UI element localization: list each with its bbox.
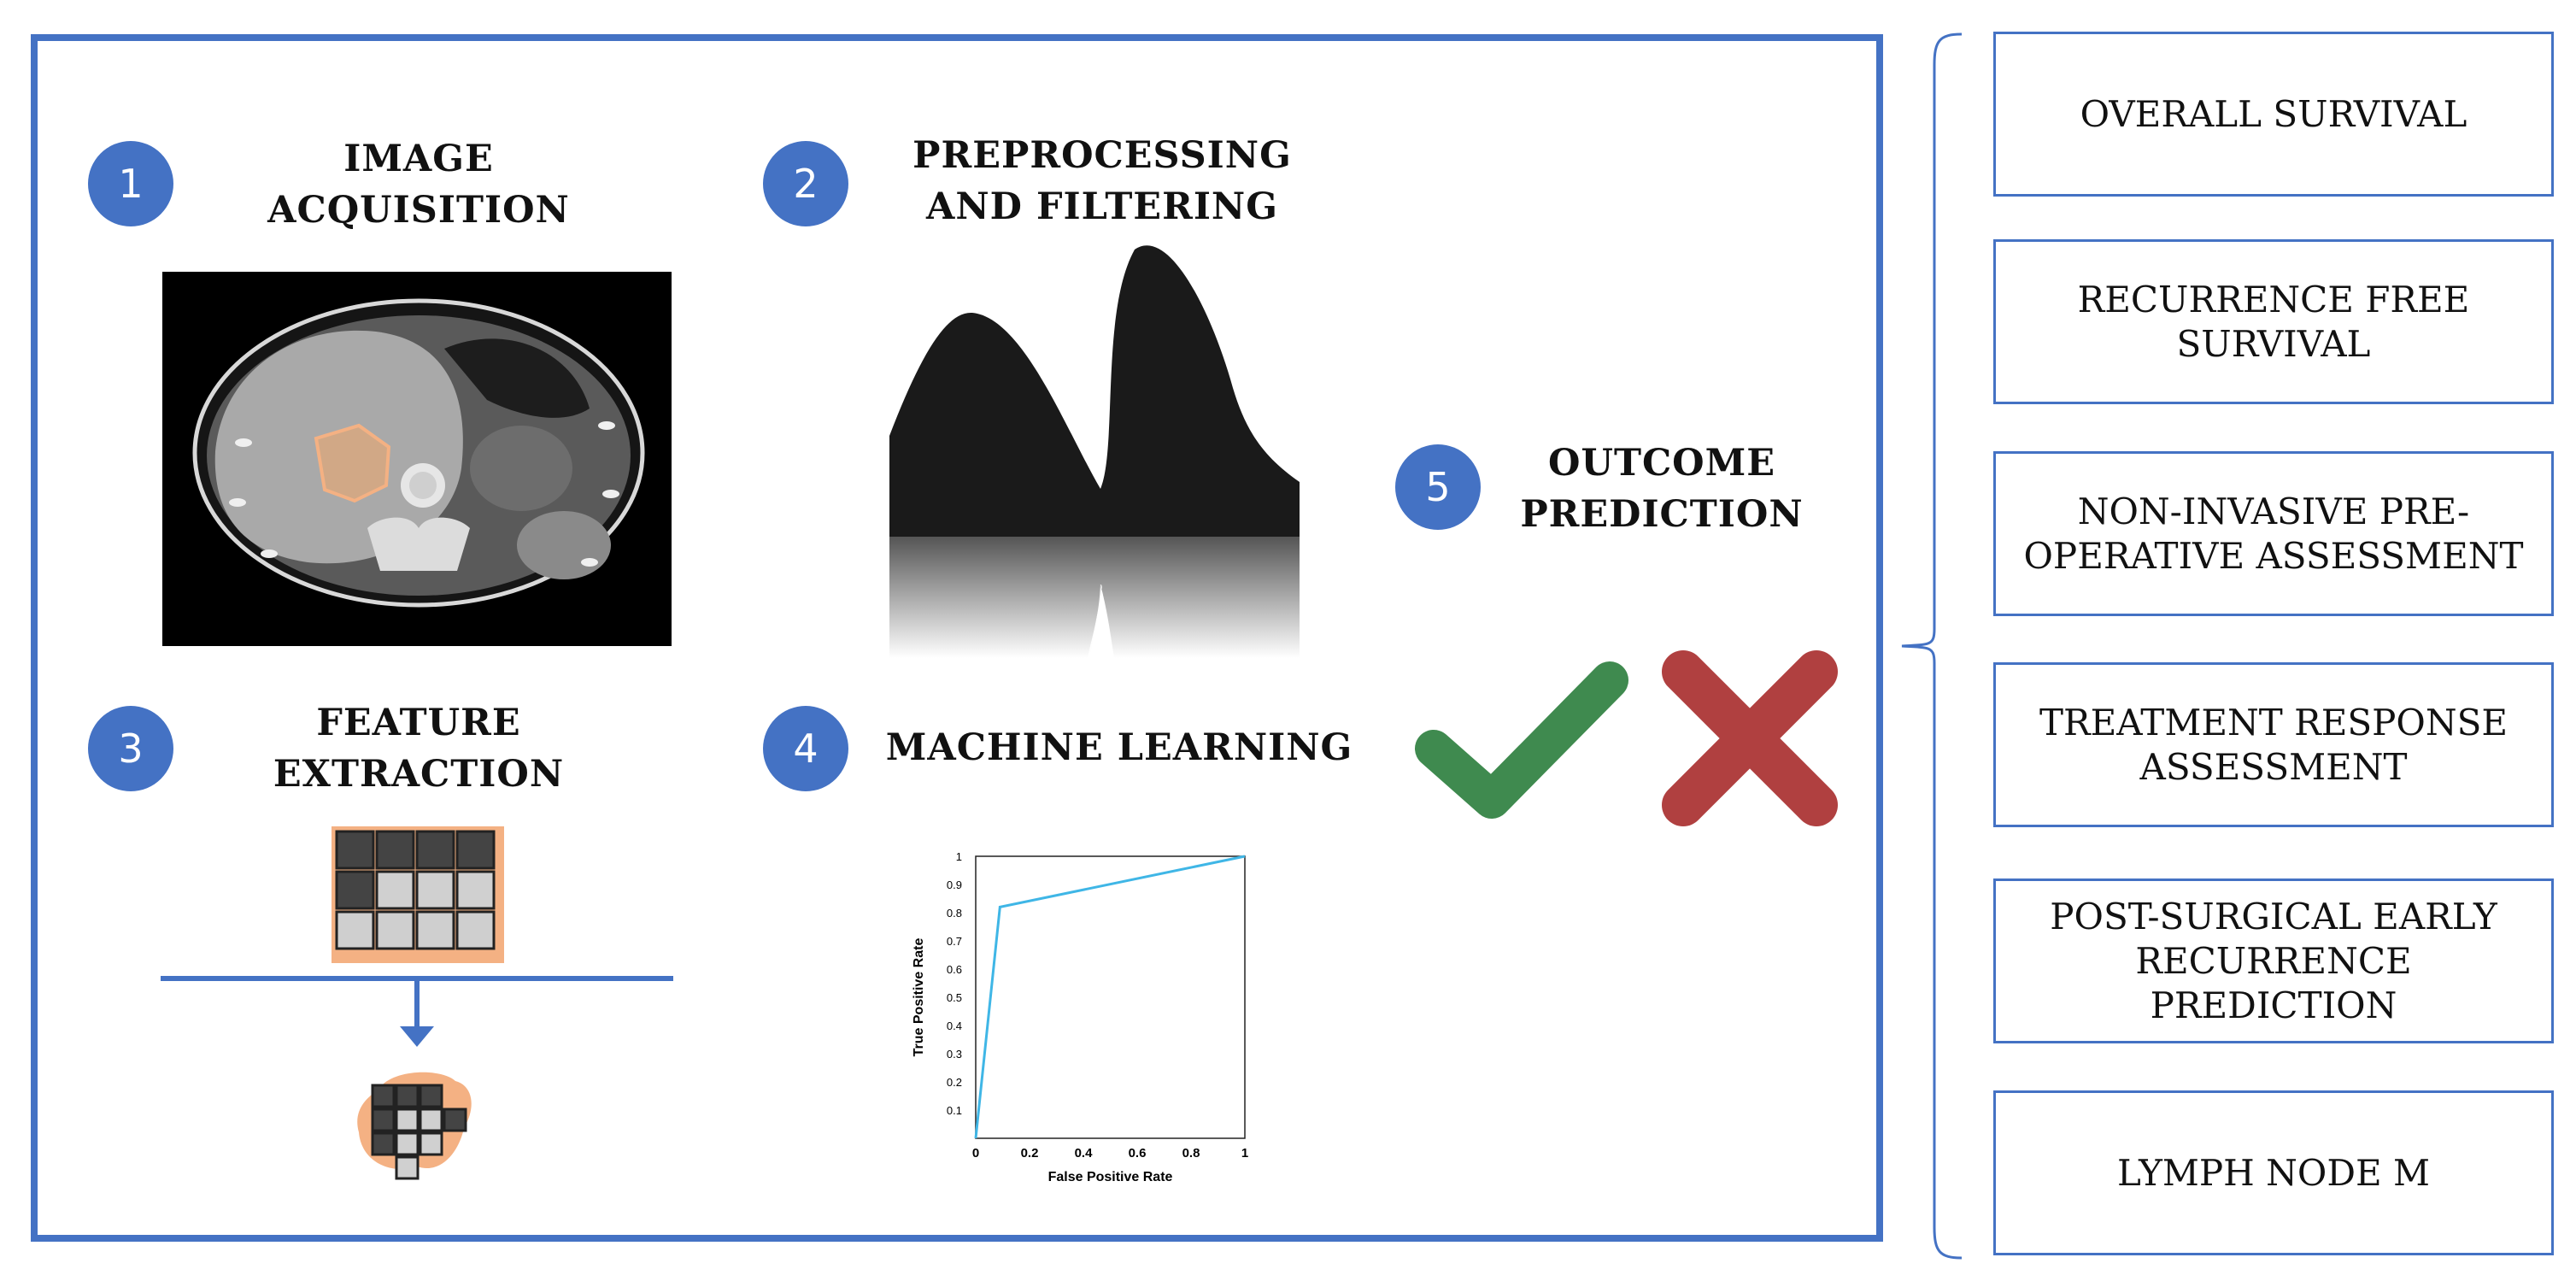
roc-y-tick: 0.6 (947, 963, 962, 976)
roi-feature-cell (371, 1084, 396, 1108)
roc-x-tick: 0 (972, 1146, 979, 1161)
feature-cell (455, 870, 496, 910)
roi-feature-cell (443, 1108, 467, 1132)
roc-plot-area (975, 855, 1246, 1139)
histogram-graphic (889, 245, 1300, 658)
step-2-title: PREPROCESSING AND FILTERING (912, 134, 1292, 228)
roc-y-tick: 0.7 (947, 935, 962, 948)
step-4-badge: 4 (763, 706, 848, 791)
step-3-title: FEATURE EXTRACTION (273, 702, 565, 796)
feature-cell (455, 830, 496, 870)
roc-chart: 0 0.2 0.4 0.6 0.8 1 0.1 0.2 0.3 0.4 0.5 0.6 0.7 0.8 0.… (912, 850, 1248, 1184)
roc-y-label: True Positive Rate (912, 938, 926, 1057)
roc-x-tick: 0.6 (1129, 1146, 1147, 1161)
roi-feature-cell (395, 1131, 420, 1156)
feature-cell (415, 870, 455, 910)
roi-feature-cell (419, 1131, 443, 1156)
roc-x-tick: 0.2 (1021, 1146, 1039, 1161)
roi-feature-cell (395, 1155, 420, 1180)
step-5-title: OUTCOME PREDICTION (1520, 442, 1804, 536)
feature-cell (335, 870, 375, 910)
feature-cell (455, 910, 496, 950)
roi-feature-cell (395, 1084, 420, 1108)
roc-y-tick: 0.3 (947, 1048, 962, 1061)
roc-curve (974, 855, 1246, 1139)
outcome-brace (1901, 32, 1963, 1260)
step-5-badge: 5 (1395, 444, 1481, 530)
feature-cell (375, 830, 415, 870)
cross-icon (1662, 650, 1838, 826)
roc-y-tick: 0.2 (947, 1076, 962, 1089)
feature-extraction-graphic (161, 826, 673, 1180)
roc-x-tick: 0.4 (1075, 1146, 1094, 1161)
feature-cell (415, 910, 455, 950)
step-1-badge: 1 (88, 141, 173, 226)
roi-feature-cell (371, 1108, 396, 1132)
feature-cell (375, 870, 415, 910)
roc-y-tick: 0.4 (947, 1020, 962, 1032)
check-icon (1415, 661, 1628, 819)
step-3-badge: 3 (88, 706, 173, 791)
outcome-preoperative-assessment: NON-INVASIVE PRE-OPERATIVE ASSESSMENT (1993, 451, 2554, 616)
roc-x-tick: 1 (1241, 1146, 1248, 1161)
roi-feature-cell (395, 1108, 420, 1132)
feature-cell (335, 910, 375, 950)
step-1-title: IMAGE ACQUISITION (267, 138, 570, 232)
ct-scan-image (162, 272, 672, 646)
roi-feature-cell (419, 1084, 443, 1108)
outcome-lymph-node: LYMPH NODE M (1993, 1090, 2554, 1255)
roi-feature-cell (419, 1108, 443, 1132)
roc-y-tick: 0.9 (947, 878, 962, 891)
feature-cell (375, 910, 415, 950)
roc-y-tick: 0.8 (947, 907, 962, 920)
roc-y-tick: 0.1 (947, 1104, 962, 1117)
roc-y-tick: 1 (956, 850, 962, 863)
roc-x-tick: 0.8 (1182, 1146, 1200, 1161)
outcome-overall-survival: OVERALL SURVIVAL (1993, 32, 2554, 197)
step-2-badge: 2 (763, 141, 848, 226)
feature-cell (415, 830, 455, 870)
roi-feature-cell (371, 1131, 396, 1156)
roc-x-label: False Positive Rate (1048, 1170, 1173, 1184)
roc-y-tick: 0.5 (947, 991, 962, 1004)
step-4-title: MACHINE LEARNING (885, 726, 1353, 769)
feature-cell (335, 830, 375, 870)
